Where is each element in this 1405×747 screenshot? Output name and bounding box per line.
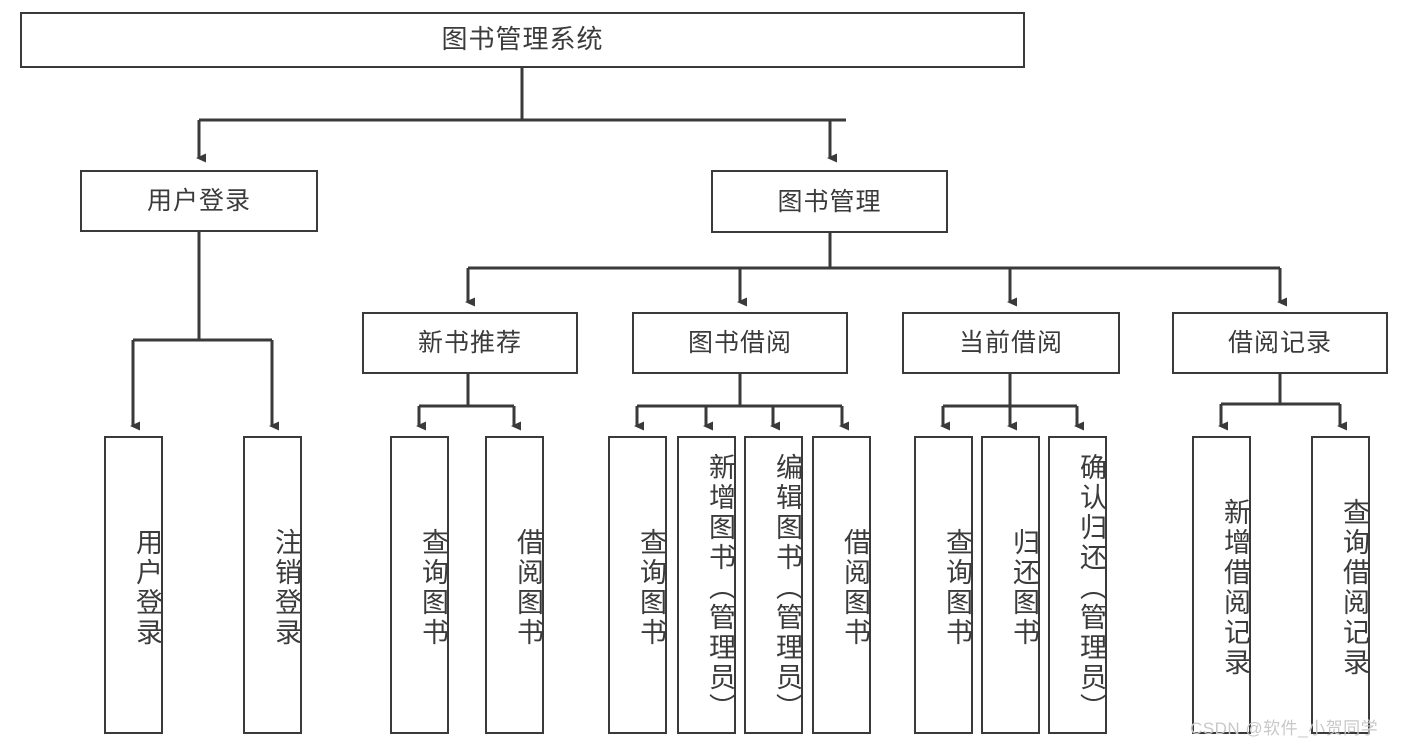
- leaf-label: 确认归还（管理员）: [1076, 453, 1106, 723]
- leaf-label: 归还图书: [1009, 528, 1039, 648]
- node-borrow-record[interactable]: 借阅记录: [1172, 312, 1388, 374]
- leaf-query-borrow-record[interactable]: 查询借阅记录: [1311, 436, 1370, 734]
- leaf-label: 借阅图书: [513, 528, 543, 648]
- leaf-label: 借阅图书: [840, 528, 870, 648]
- leaf-label: 查询图书: [942, 528, 972, 648]
- leaf-label: 注销登录: [271, 528, 301, 648]
- leaf-logout-login[interactable]: 注销登录: [243, 436, 302, 734]
- leaf-user-login[interactable]: 用户登录: [104, 436, 163, 734]
- csdn-watermark: CSDN @软件_小贺同学: [1190, 719, 1379, 738]
- leaf-label: 新增借阅记录: [1220, 498, 1250, 678]
- leaf-borrow-book[interactable]: 借阅图书: [812, 436, 871, 734]
- leaf-return-book[interactable]: 归还图书: [981, 436, 1040, 734]
- leaf-add-borrow-record[interactable]: 新增借阅记录: [1192, 436, 1251, 734]
- leaf-label: 编辑图书（管理员）: [772, 453, 802, 723]
- node-root-system[interactable]: 图书管理系统: [20, 12, 1025, 68]
- node-user-login[interactable]: 用户登录: [80, 170, 318, 232]
- node-current-borrow[interactable]: 当前借阅: [902, 312, 1120, 374]
- leaf-label: 用户登录: [132, 528, 162, 648]
- leaf-query-book-current[interactable]: 查询图书: [914, 436, 973, 734]
- leaf-label: 查询借阅记录: [1339, 498, 1369, 678]
- leaf-confirm-return-admin[interactable]: 确认归还（管理员）: [1048, 436, 1107, 734]
- leaf-label: 查询图书: [636, 528, 666, 648]
- leaf-label: 新增图书（管理员）: [705, 453, 735, 723]
- leaf-edit-book-admin[interactable]: 编辑图书（管理员）: [744, 436, 803, 734]
- leaf-borrow-book-recommend[interactable]: 借阅图书: [485, 436, 544, 734]
- leaf-label: 查询图书: [418, 528, 448, 648]
- leaf-query-book-borrow[interactable]: 查询图书: [608, 436, 667, 734]
- leaf-query-book-recommend[interactable]: 查询图书: [390, 436, 449, 734]
- node-book-management[interactable]: 图书管理: [711, 170, 948, 233]
- node-new-book-recommend[interactable]: 新书推荐: [362, 312, 578, 374]
- leaf-add-book-admin[interactable]: 新增图书（管理员）: [677, 436, 736, 734]
- node-book-borrow[interactable]: 图书借阅: [632, 312, 848, 374]
